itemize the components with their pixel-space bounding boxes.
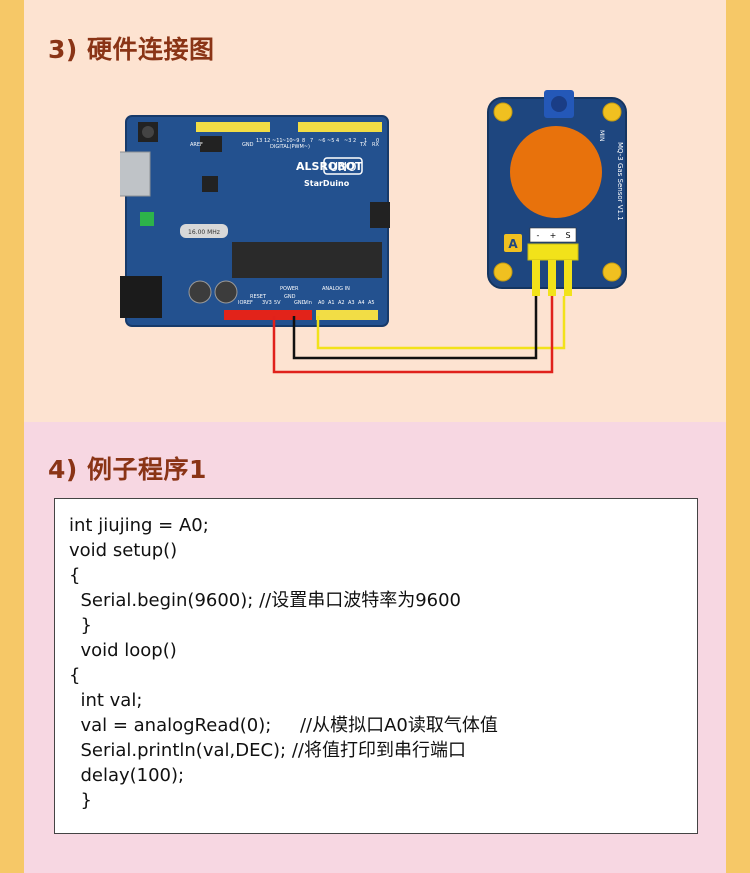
wires [272, 296, 566, 374]
pin-label: A4 [358, 300, 365, 306]
arduino-board: 16.00 MHz ALSROBOT UNO StarDuino DIGITA [120, 115, 390, 327]
code-block: int jiujing = A0; void setup() { Serial.… [54, 498, 698, 834]
digital-header-left [196, 122, 270, 132]
pin-label: 12 [264, 138, 270, 144]
pin-label: 0 [376, 138, 379, 144]
ground-wire [292, 296, 538, 360]
code-line: val = analogRead(0); //从模拟口A0读取气体值 [69, 715, 498, 736]
pin-label: 4 [336, 138, 339, 144]
example-program-section: 4) 例子程序1 int jiujing = A0; void setup() … [24, 422, 726, 873]
pin-label: 1 [364, 138, 367, 144]
crystal [180, 224, 228, 238]
pin-label: RESET [250, 294, 267, 300]
pin-label: 2 [353, 138, 356, 144]
sensor-pin-label: - [537, 231, 540, 240]
usb-port [120, 151, 151, 197]
pin-label: GND [294, 300, 306, 306]
wiring-diagram: 16.00 MHz ALSROBOT UNO StarDuino DIGITA [120, 90, 627, 374]
pin-label: 13 [256, 138, 262, 144]
analog-header [316, 310, 378, 320]
aref-label: AREF [190, 142, 203, 148]
sensor-pin-label: + [550, 231, 557, 240]
section-4-title: 4) 例子程序1 [48, 455, 207, 484]
code-line: void loop() [69, 640, 177, 661]
code-line: delay(100); [69, 765, 185, 786]
digital-label: DIGITAL(PWM~) [270, 144, 310, 150]
code-line: void setup() [69, 540, 178, 561]
code-line: } [69, 615, 92, 636]
section-3-title: 3) 硬件连接图 [48, 35, 215, 64]
pin-label: 7 [310, 138, 313, 144]
tx-label: TX [359, 142, 367, 148]
sensor-badge [504, 234, 522, 252]
signal-wire [316, 296, 566, 350]
gas-sensor-module: MIN MQ-3 Gas Sensor V1.1 A - + S [487, 90, 627, 296]
power-wire [272, 296, 554, 374]
pin-label: ~3 [344, 138, 351, 144]
content-column: 3) 硬件连接图 [24, 0, 726, 873]
pot-label: MIN [598, 130, 605, 141]
pin-label: Vin [304, 300, 312, 306]
analog-label: ANALOG IN [322, 286, 350, 292]
board-subname: StarDuino [304, 179, 350, 188]
gnd-top-label: GND [242, 142, 254, 148]
power-label: POWER [280, 286, 299, 292]
power-jack [120, 276, 162, 318]
code-line: int val; [69, 690, 143, 711]
pin-label: A0 [318, 300, 325, 306]
pin-label: ~11 [272, 138, 283, 144]
code-line: { [69, 565, 81, 586]
pin-label: A1 [328, 300, 335, 306]
code-line: } [69, 790, 92, 811]
digital-header-right [298, 122, 382, 132]
pin-label: A3 [348, 300, 355, 306]
hardware-connection-section: 3) 硬件连接图 [24, 0, 726, 422]
board-model: UNO [329, 160, 356, 174]
pin-label: 8 [302, 138, 305, 144]
gas-sensor-element [510, 126, 602, 218]
code-line: Serial.println(val,DEC); //将值打印到串行端口 [69, 740, 466, 761]
pin-label: ~10 [282, 138, 293, 144]
pin-label: GND [284, 294, 296, 300]
pin-label: A5 [368, 300, 375, 306]
pin-label: ~6 [318, 138, 325, 144]
code-line: Serial.begin(9600); //设置串口波特率为9600 [69, 590, 462, 611]
sensor-name: MQ-3 Gas Sensor V1.1 [616, 142, 624, 221]
pin-label: A2 [338, 300, 345, 306]
pin-label: 5V [274, 300, 281, 306]
sensor-badge-label: A [508, 237, 518, 251]
pin-label: 3V3 [262, 300, 272, 306]
code-line: int jiujing = A0; [69, 515, 209, 536]
code-line: { [69, 665, 81, 686]
sensor-pin-label: S [565, 231, 570, 240]
rx-label: RX [372, 142, 379, 148]
board-brand: ALSROBOT [296, 160, 363, 173]
pin-label: ~5 [327, 138, 334, 144]
pin-label: ~9 [292, 138, 299, 144]
pin-label: IOREF [238, 300, 253, 306]
sensor-connector [527, 243, 579, 261]
crystal-label: 16.00 MHz [188, 229, 220, 236]
microcontroller-chip [232, 242, 382, 278]
power-header [224, 310, 312, 320]
